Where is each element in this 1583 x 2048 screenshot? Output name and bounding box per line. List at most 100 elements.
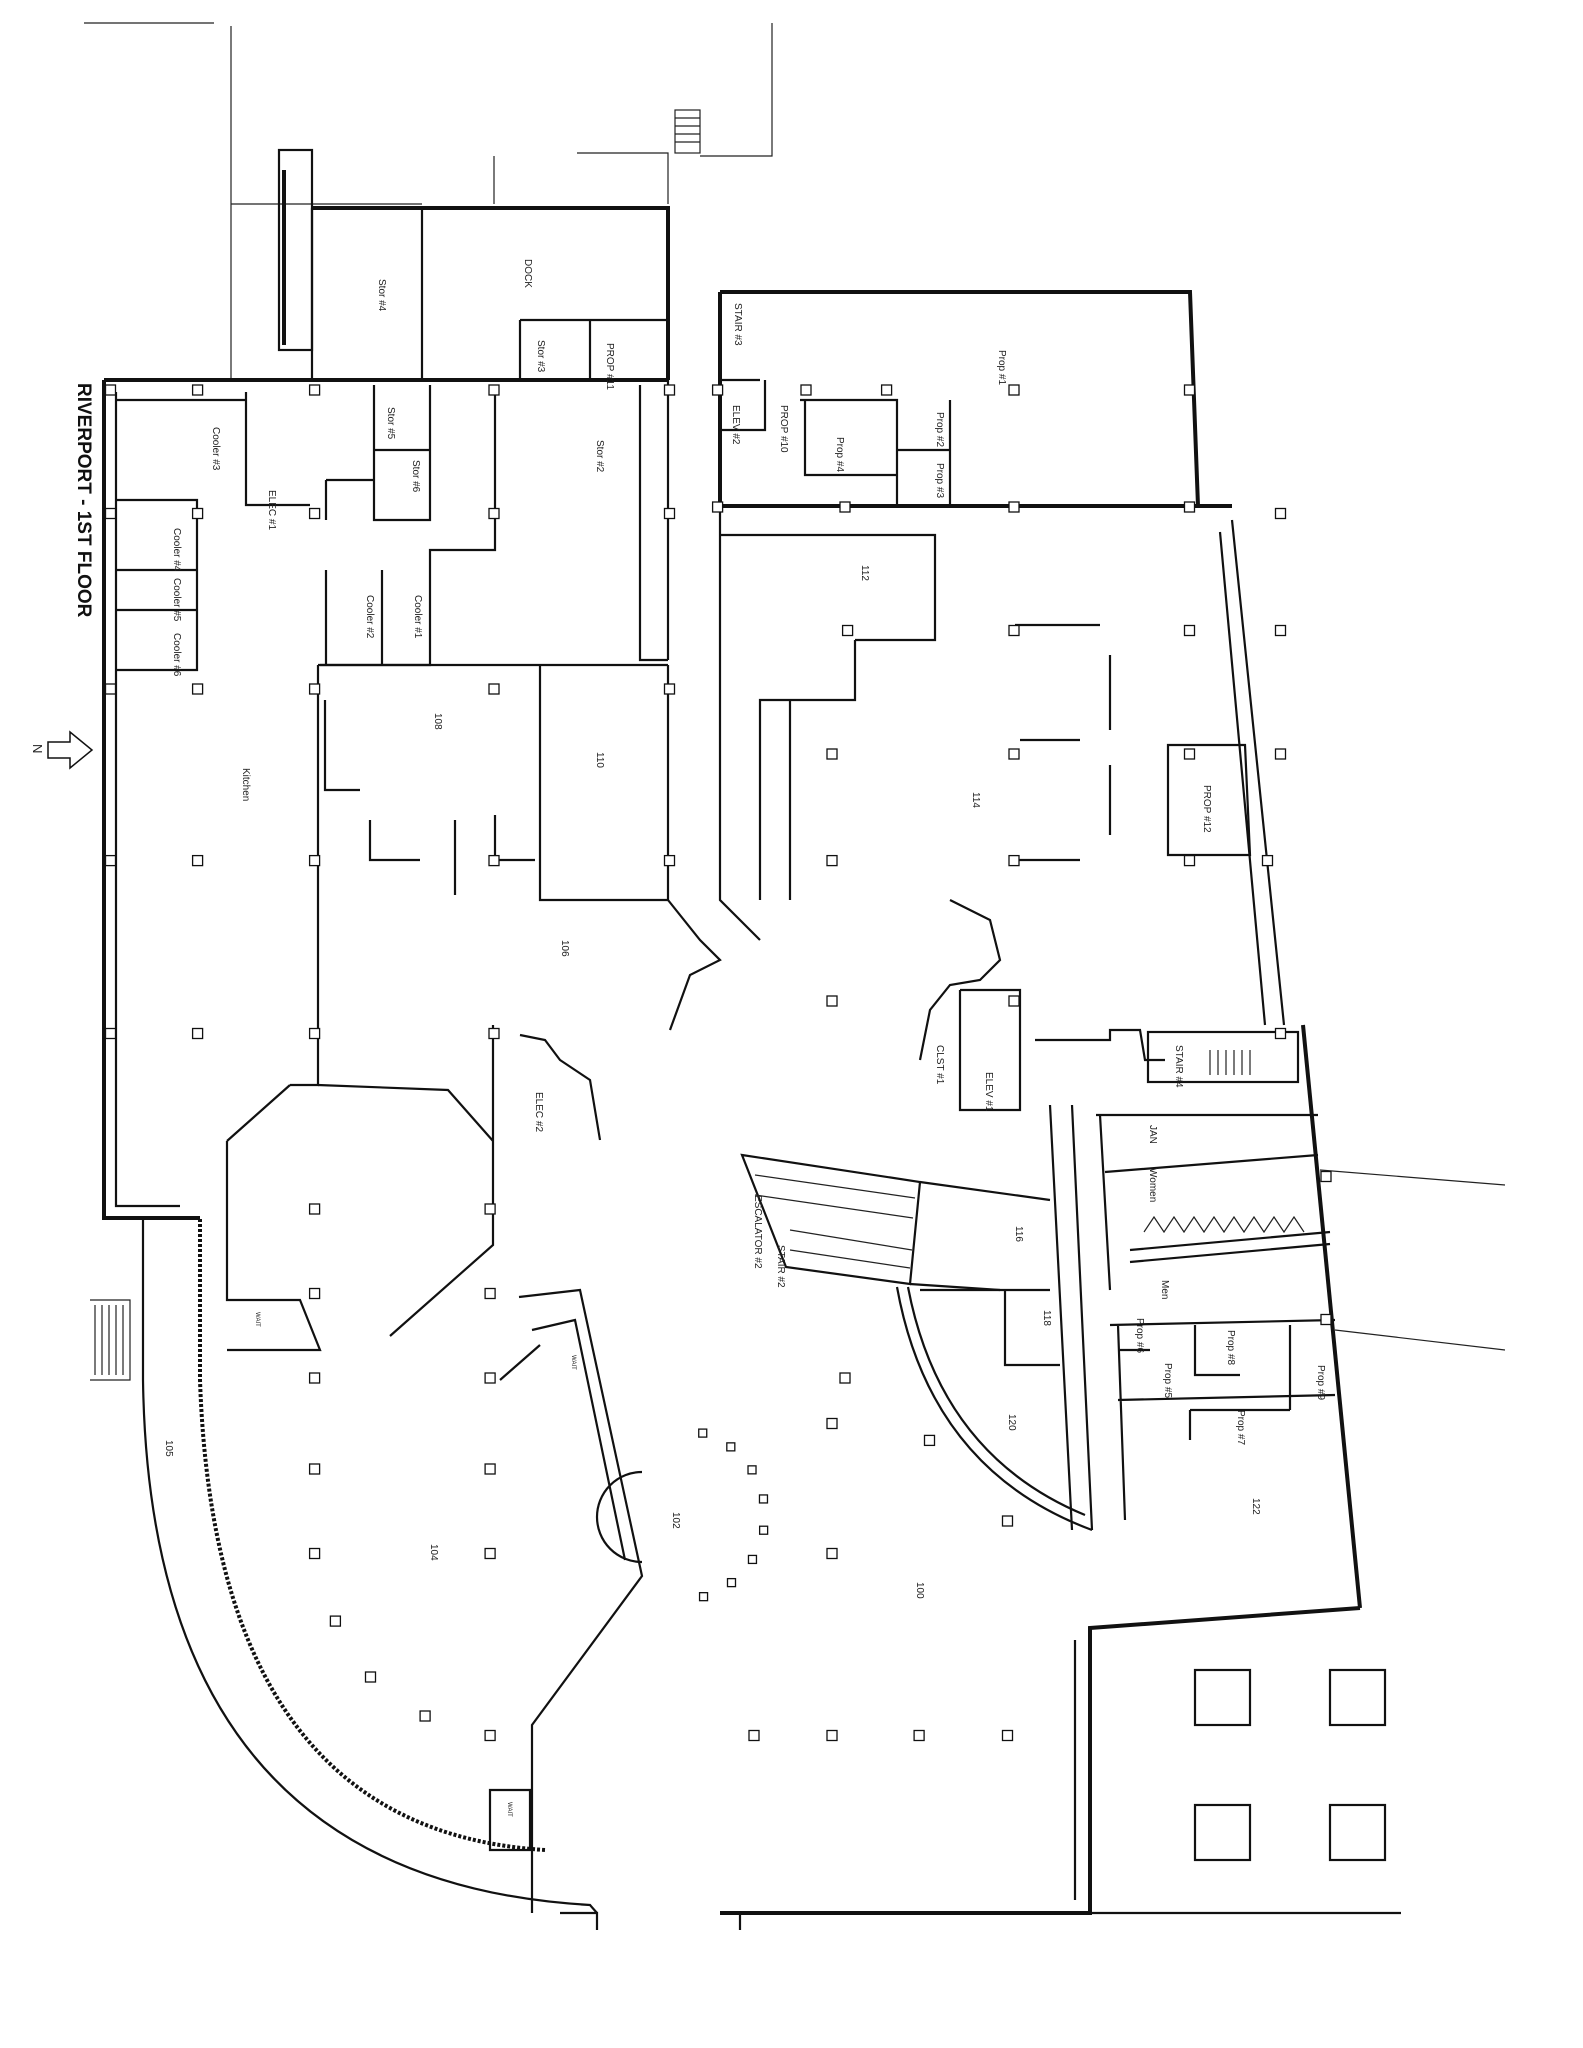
- column: [488, 1027, 500, 1040]
- room-label-stair4: STAIR #4: [1173, 1045, 1184, 1088]
- column: [698, 1428, 708, 1438]
- column: [484, 1203, 496, 1215]
- column: [1183, 384, 1196, 396]
- column: [329, 1615, 342, 1627]
- column: [1001, 1515, 1014, 1527]
- column: [1274, 507, 1287, 520]
- column: [308, 1203, 321, 1215]
- room-label-prop8: Prop #8: [1225, 1330, 1236, 1365]
- column: [104, 507, 117, 520]
- column: [711, 501, 724, 513]
- room-label-men: Men: [1159, 1280, 1170, 1299]
- column: [923, 1434, 936, 1447]
- column: [1261, 854, 1274, 867]
- north-arrow-icon: N: [30, 730, 94, 770]
- column: [191, 507, 204, 520]
- room-label-stor3: Stor #3: [535, 340, 546, 373]
- column: [1320, 1170, 1332, 1183]
- column: [308, 1372, 321, 1384]
- column: [308, 683, 321, 695]
- room-label-r112: 112: [859, 565, 870, 581]
- room-label-cooler1: Cooler #1: [412, 595, 423, 639]
- column: [104, 683, 117, 695]
- room-label-cooler4: Cooler #4: [171, 528, 182, 572]
- column: [726, 1442, 736, 1452]
- room-label-r120: 120: [1006, 1414, 1017, 1431]
- walls: [84, 22, 1506, 1930]
- column: [747, 1554, 758, 1565]
- column: [1001, 1729, 1014, 1742]
- column: [1183, 854, 1196, 867]
- room-label-cooler3: Cooler #3: [210, 427, 221, 471]
- room-label-prop11: PROP #11: [604, 343, 615, 390]
- room-label-stair3: STAIR #3: [732, 303, 743, 346]
- column: [826, 1729, 838, 1742]
- plan-title: RIVERPORT - 1ST FLOOR: [73, 383, 94, 618]
- room-label-prop6: Prop #6: [1134, 1318, 1145, 1353]
- column: [747, 1465, 757, 1475]
- column: [698, 1592, 709, 1602]
- column: [726, 1577, 737, 1588]
- room-label-r105: 105: [163, 1440, 174, 1457]
- column: [758, 1494, 769, 1504]
- room-label-prop7: Prop #7: [1235, 1410, 1246, 1445]
- column: [826, 748, 838, 760]
- room-label-prop3: Prop #3: [934, 463, 945, 498]
- room-label-elec2: ELEC #2: [533, 1092, 544, 1132]
- column: [1008, 748, 1020, 760]
- column: [826, 995, 838, 1007]
- column: [308, 1287, 321, 1300]
- room-label-stair2: STAIR #2: [775, 1245, 786, 1288]
- column: [191, 854, 204, 867]
- column: [1274, 1027, 1287, 1040]
- room-label-women: Women: [1147, 1168, 1158, 1202]
- column: [104, 1027, 117, 1040]
- column: [484, 1372, 496, 1384]
- column: [488, 683, 500, 695]
- column: [191, 1027, 204, 1040]
- column: [800, 384, 812, 396]
- column: [841, 624, 854, 637]
- room-label-wait2: WAIT: [570, 1355, 576, 1370]
- column: [484, 1463, 496, 1475]
- room-label-prop9: Prop #9: [1315, 1365, 1326, 1400]
- room-label-r118: 118: [1041, 1310, 1052, 1326]
- column: [308, 1463, 321, 1475]
- column: [711, 384, 724, 396]
- room-label-prop4: Prop #4: [834, 437, 845, 472]
- column: [191, 683, 204, 695]
- room-label-stor5: Stor #5: [385, 407, 396, 440]
- room-label-prop10: PROP #10: [778, 405, 789, 453]
- room-label-prop2: Prop #2: [934, 412, 945, 447]
- column: [484, 1287, 496, 1300]
- room-label-cooler6: Cooler #6: [171, 633, 182, 677]
- column: [191, 384, 204, 396]
- column: [1274, 748, 1287, 760]
- column: [1274, 624, 1287, 637]
- column: [1008, 854, 1020, 867]
- room-label-escalator2: ESCALATOR #2: [752, 1195, 763, 1269]
- room-label-elev1: ELEV #1: [983, 1072, 994, 1112]
- column: [839, 501, 851, 513]
- room-label-prop1: Prop #1: [996, 350, 1007, 385]
- room-label-jan: JAN: [1147, 1125, 1158, 1144]
- room-label-cooler5: Cooler #5: [171, 578, 182, 622]
- column: [308, 1027, 321, 1040]
- room-label-stor4: Stor #4: [376, 279, 387, 312]
- column: [1008, 624, 1020, 637]
- room-label-kitchen: Kitchen: [240, 768, 251, 801]
- column: [1183, 748, 1196, 760]
- room-label-cooler2: Cooler #2: [364, 595, 375, 639]
- column: [1320, 1313, 1332, 1326]
- column: [826, 1417, 838, 1430]
- column: [419, 1710, 431, 1722]
- room-label-r102: 102: [670, 1512, 681, 1529]
- column: [1008, 995, 1020, 1007]
- column: [308, 854, 321, 867]
- room-label-prop5: Prop #5: [1162, 1363, 1173, 1398]
- column: [826, 854, 838, 867]
- column: [488, 384, 500, 396]
- column: [488, 854, 500, 867]
